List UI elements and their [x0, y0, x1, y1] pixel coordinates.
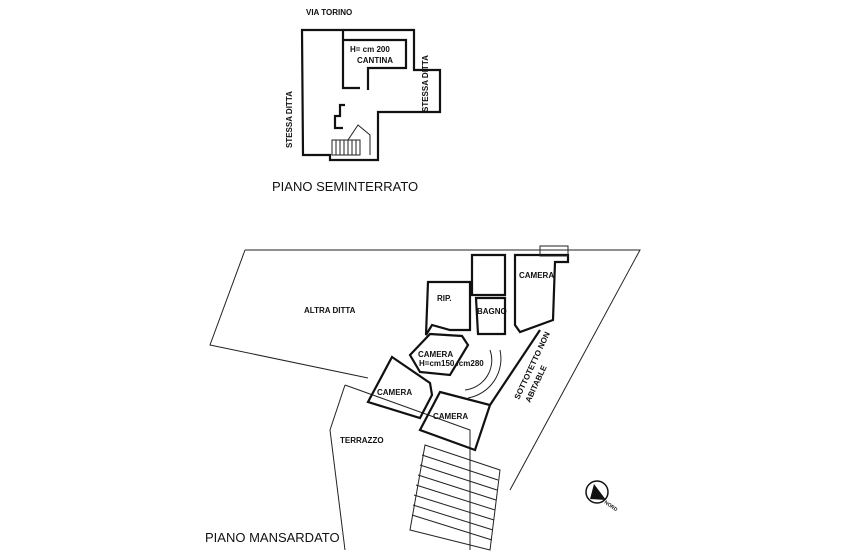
corridor-wall	[489, 329, 541, 406]
rip-label: RIP.	[437, 294, 452, 303]
stairs	[331, 124, 371, 156]
camera-bottom-label: CAMERA	[433, 412, 468, 421]
basement-outline	[300, 28, 442, 162]
cantina-wall	[341, 30, 360, 90]
cantina-label: CANTINA	[357, 56, 393, 65]
north-arrow-icon: NORD	[585, 480, 619, 514]
terrace-label: TERRAZZO	[340, 436, 384, 445]
camera-left-label: CAMERA	[377, 388, 412, 397]
camera-center-height: H=cm150 /cm280	[419, 359, 484, 368]
side-right-label: STESSA DITTA	[421, 55, 430, 112]
neighbor-boundary	[209, 249, 369, 379]
camera-bottom-room	[418, 390, 492, 452]
camera-top-room	[513, 253, 570, 334]
attic-plan: ALTRA DITTA RIP. BAGNO CAMERA CAMERA H=c…	[205, 245, 641, 551]
bagno-room	[474, 296, 507, 336]
cantina-wall	[343, 38, 408, 90]
camera-left-room	[366, 355, 434, 420]
attic-title: PIANO MANSARDATO	[205, 530, 340, 545]
outer-boundary	[245, 249, 641, 491]
camera-center-room	[408, 332, 470, 377]
terrace-stairs	[409, 444, 501, 551]
terrace-edge	[344, 384, 471, 550]
terrace-edge	[329, 384, 346, 551]
storage-room	[470, 253, 507, 297]
side-left-label: STESSA DITTA	[285, 91, 294, 148]
basement-title: PIANO SEMINTERRATO	[272, 179, 418, 194]
camera-center-label: CAMERA	[418, 350, 453, 359]
neighbor-label: ALTRA DITTA	[304, 306, 356, 315]
camera-top-label: CAMERA	[519, 271, 554, 280]
north-label: NORD	[603, 500, 619, 514]
rip-room	[424, 280, 472, 336]
room-height-label: H= cm 200	[350, 45, 390, 54]
street-label: VIA TORINO	[306, 8, 352, 17]
basement-plan: VIA TORINO H= cm 200 CANTINA STESSA DITT…	[272, 8, 442, 194]
inner-wall	[333, 103, 345, 130]
bagno-label: BAGNO	[477, 307, 507, 316]
chimney	[539, 245, 569, 257]
spiral-stairs	[464, 349, 502, 399]
